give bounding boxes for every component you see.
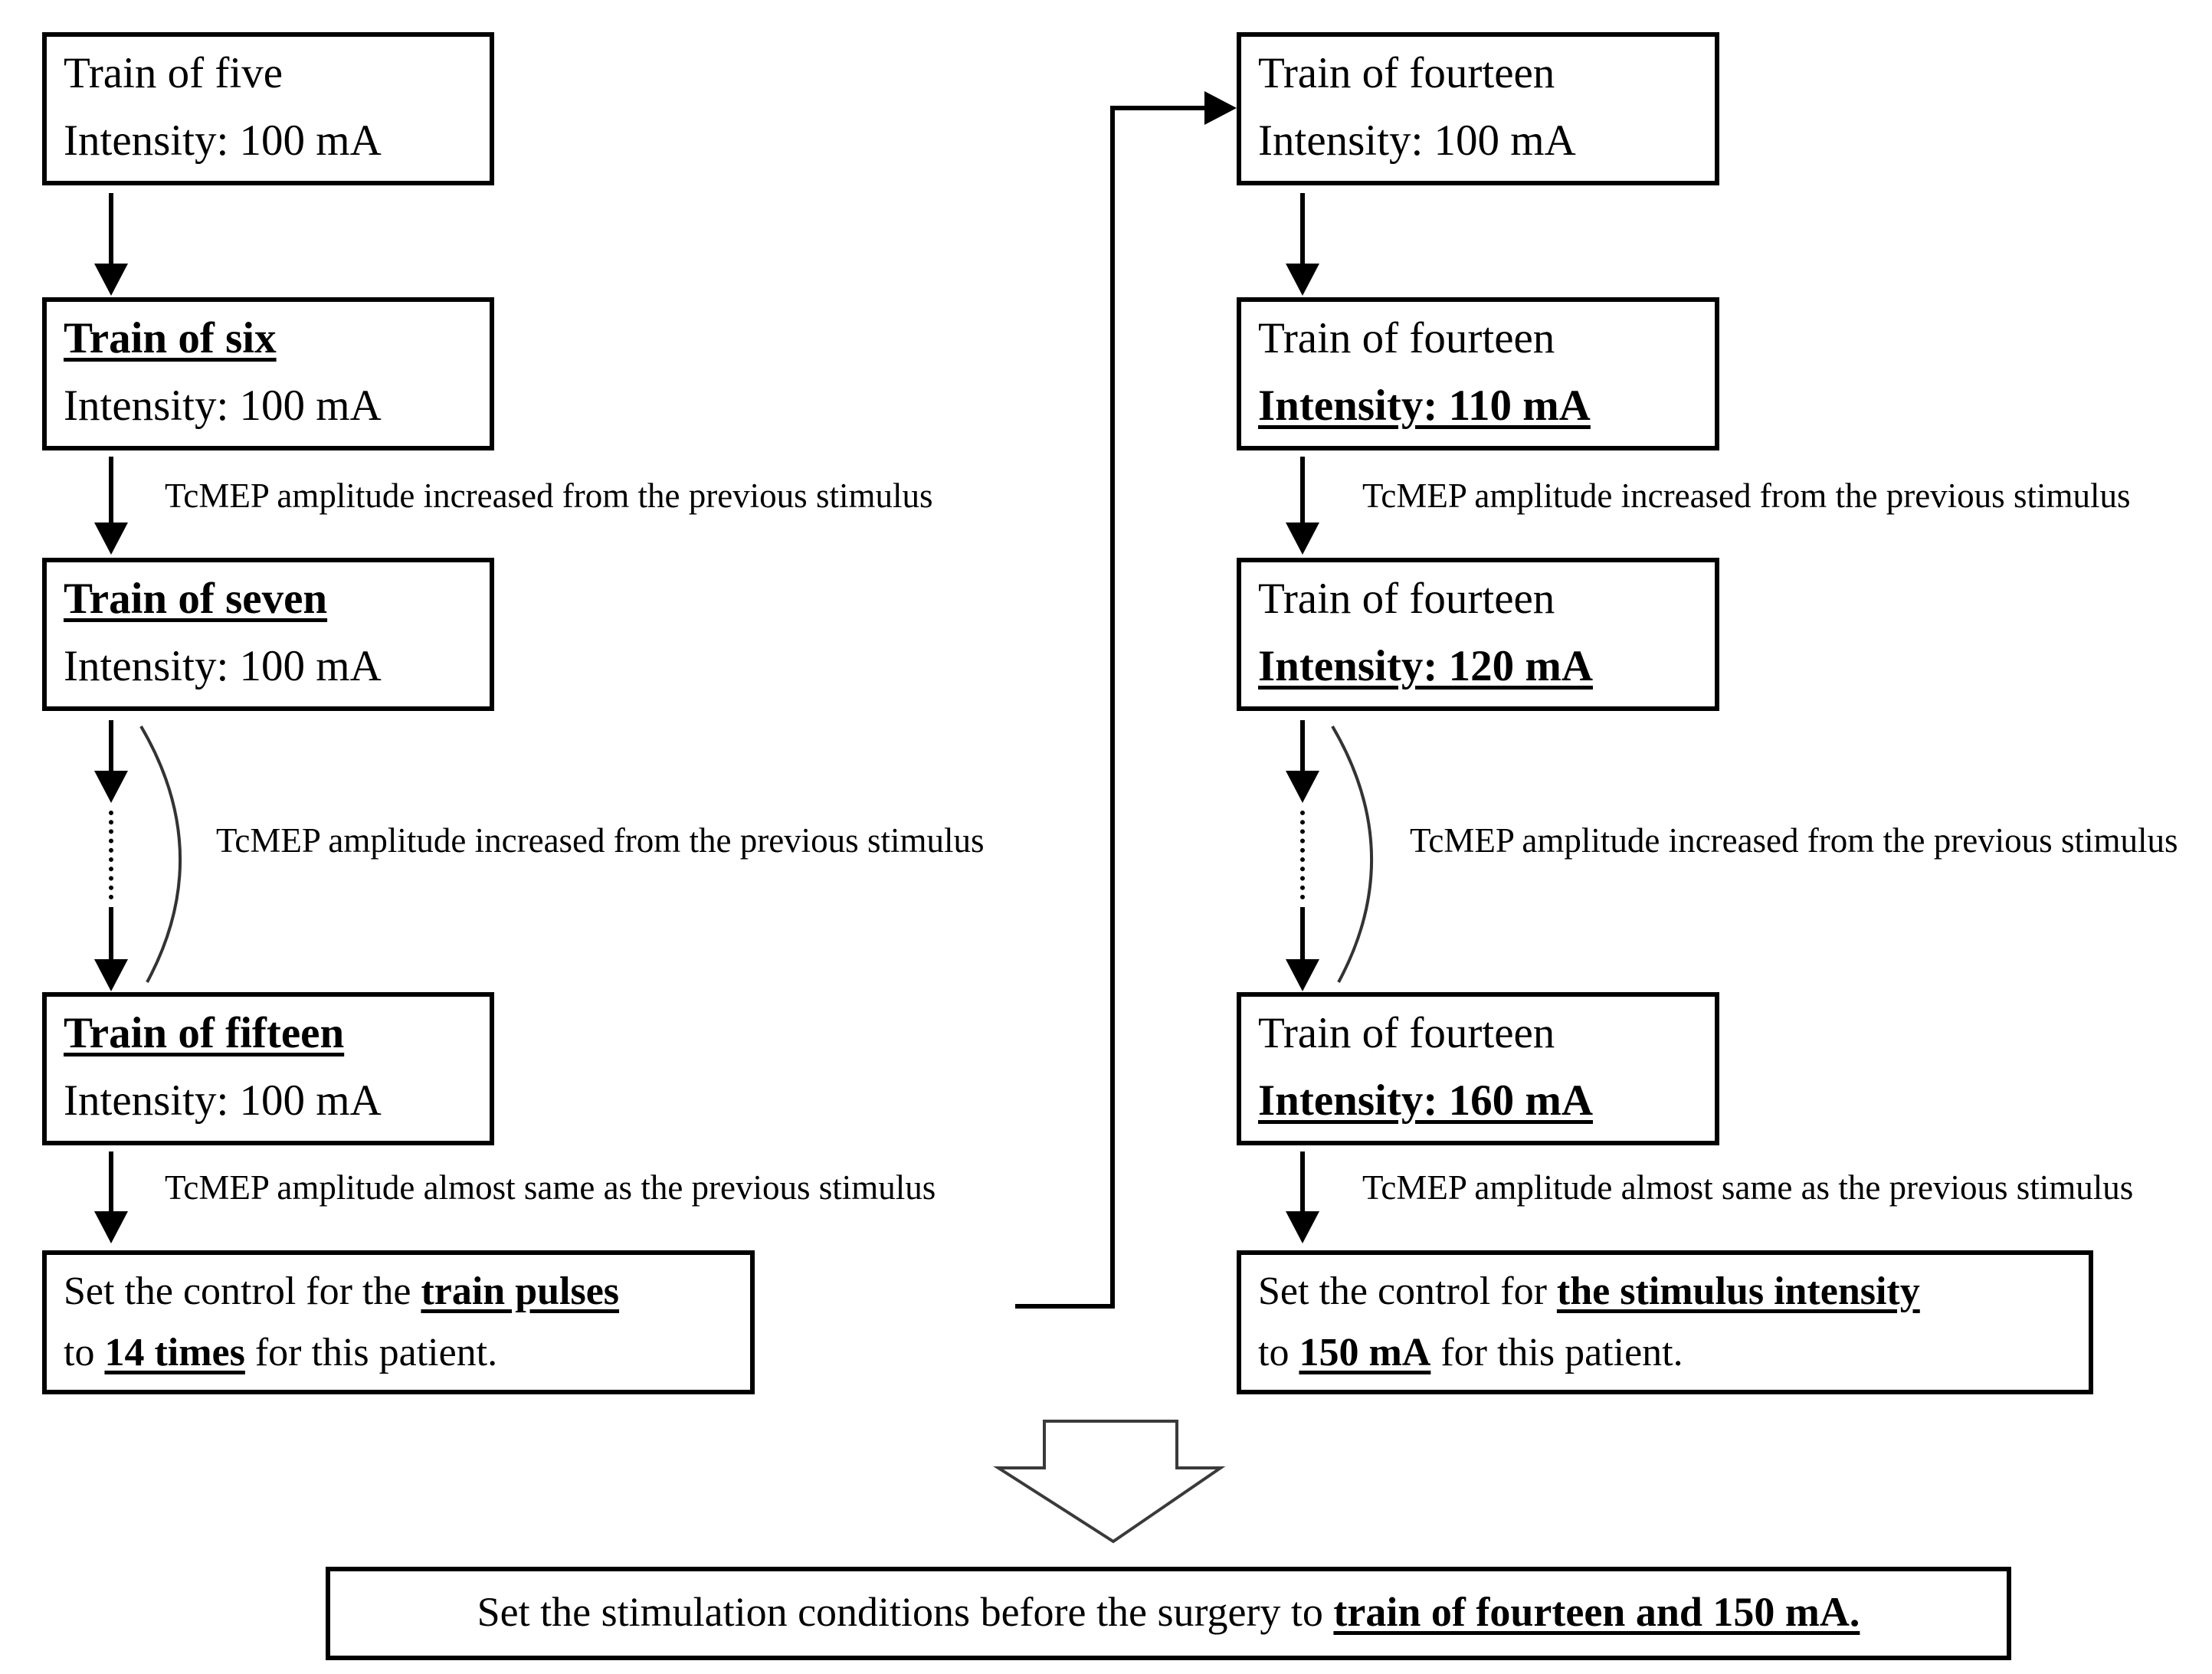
box-line-emphasis: Intensity: 160 mA (1258, 1076, 1593, 1125)
connector-bottom-segment (1015, 1304, 1115, 1309)
result-emphasis: the stimulus intensity (1556, 1269, 1920, 1313)
edge-label-same: TcMEP amplitude almost same as the previ… (1362, 1168, 2134, 1207)
box-train-of-fourteen-120: Train of fourteen Intensity: 120 mA (1237, 558, 1719, 711)
conclusion-text: Set the stimulation conditions before th… (477, 1589, 1334, 1635)
arrow-shaft (1300, 193, 1305, 264)
result-emphasis: train pulses (421, 1269, 620, 1313)
result-text: to (1258, 1331, 1299, 1374)
arrowhead-down-icon (94, 523, 128, 555)
box-line-emphasis: Intensity: 110 mA (1258, 382, 1591, 430)
box-line-emphasis: Train of six (64, 314, 277, 362)
arrow-shaft (109, 193, 113, 264)
box-right-result: Set the control for the stimulus intensi… (1237, 1250, 2093, 1394)
box-line: Train of fourteen (1258, 1009, 1555, 1057)
box-train-of-fourteen-160: Train of fourteen Intensity: 160 mA (1237, 992, 1719, 1145)
result-text: Set the control for (1258, 1269, 1557, 1313)
down-arrow (1286, 907, 1319, 991)
arrow-shaft (1300, 457, 1305, 523)
down-arrow (1286, 457, 1319, 555)
box-line-emphasis: Train of fifteen (64, 1009, 345, 1057)
down-arrow (94, 720, 128, 803)
arrow-shaft (1300, 720, 1305, 771)
down-arrow (94, 193, 128, 296)
arrow-shaft (1300, 1151, 1305, 1211)
box-line: Train of fourteen (1258, 575, 1555, 623)
arrow-shaft (109, 457, 113, 523)
arrow-shaft (109, 907, 113, 959)
edge-label-increased: TcMEP amplitude increased from the previ… (216, 821, 985, 860)
arrowhead-right-icon (1204, 91, 1237, 125)
box-train-of-fifteen: Train of fifteen Intensity: 100 mA (42, 992, 494, 1145)
down-arrow (1286, 720, 1319, 803)
box-line-emphasis: Intensity: 120 mA (1258, 642, 1593, 690)
result-text: for this patient. (244, 1331, 498, 1374)
result-text: to (64, 1331, 105, 1374)
box-line: Train of fourteen (1258, 49, 1555, 97)
edge-label-increased: TcMEP amplitude increased from the previ… (1410, 821, 2178, 860)
box-line: Train of fourteen (1258, 314, 1555, 362)
connector-top-segment (1110, 106, 1206, 110)
dotted-continuation-line (1300, 811, 1305, 899)
box-train-of-five: Train of five Intensity: 100 mA (42, 32, 494, 185)
arrowhead-down-icon (94, 771, 128, 803)
result-text: for this patient. (1430, 1331, 1683, 1374)
big-hollow-down-arrow-icon (993, 1420, 1226, 1544)
connector-vertical-segment (1110, 106, 1115, 1309)
conclusion-emphasis: train of fourteen and 150 mA. (1333, 1589, 1860, 1635)
box-left-result: Set the control for the train pulses to … (42, 1250, 755, 1394)
box-line: Intensity: 100 mA (64, 642, 382, 690)
edge-label-increased: TcMEP amplitude increased from the previ… (1362, 477, 2131, 515)
arrow-shaft (109, 1151, 113, 1211)
dotted-continuation-line (109, 811, 113, 899)
arrowhead-down-icon (1286, 1211, 1319, 1243)
arrow-shaft (109, 720, 113, 771)
down-arrow (1286, 193, 1319, 296)
box-line: Intensity: 100 mA (1258, 116, 1576, 165)
result-line: to 150 mA for this patient. (1258, 1322, 2072, 1384)
result-line: to 14 times for this patient. (64, 1322, 733, 1384)
arrowhead-down-icon (1286, 264, 1319, 296)
right-brace-arc (1331, 725, 1373, 983)
arrowhead-down-icon (94, 1211, 128, 1243)
down-arrow (1286, 1151, 1319, 1243)
arrowhead-down-icon (94, 959, 128, 991)
box-line: Intensity: 100 mA (64, 116, 382, 165)
arrowhead-down-icon (94, 264, 128, 296)
arrow-shaft (1300, 907, 1305, 959)
edge-label-increased: TcMEP amplitude increased from the previ… (165, 477, 933, 515)
result-emphasis: 14 times (104, 1331, 245, 1374)
box-train-of-fourteen-110: Train of fourteen Intensity: 110 mA (1237, 297, 1719, 450)
result-line: Set the control for the stimulus intensi… (1258, 1261, 2072, 1322)
down-arrow (94, 457, 128, 555)
box-train-of-six: Train of six Intensity: 100 mA (42, 297, 494, 450)
edge-label-same: TcMEP amplitude almost same as the previ… (165, 1168, 936, 1207)
arrowhead-down-icon (1286, 959, 1319, 991)
box-line: Train of five (64, 49, 283, 97)
result-line: Set the control for the train pulses (64, 1261, 733, 1322)
down-arrow (94, 1151, 128, 1243)
box-line: Intensity: 100 mA (64, 1076, 382, 1125)
result-text: Set the control for the (64, 1269, 421, 1313)
arrowhead-down-icon (1286, 523, 1319, 555)
box-line: Intensity: 100 mA (64, 382, 382, 430)
box-line-emphasis: Train of seven (64, 575, 328, 623)
arrowhead-down-icon (1286, 771, 1319, 803)
left-brace-arc (139, 725, 182, 983)
box-train-of-seven: Train of seven Intensity: 100 mA (42, 558, 494, 711)
result-emphasis: 150 mA (1299, 1331, 1431, 1374)
box-conclusion: Set the stimulation conditions before th… (326, 1567, 2011, 1660)
box-train-of-fourteen-100: Train of fourteen Intensity: 100 mA (1237, 32, 1719, 185)
down-arrow (94, 907, 128, 991)
